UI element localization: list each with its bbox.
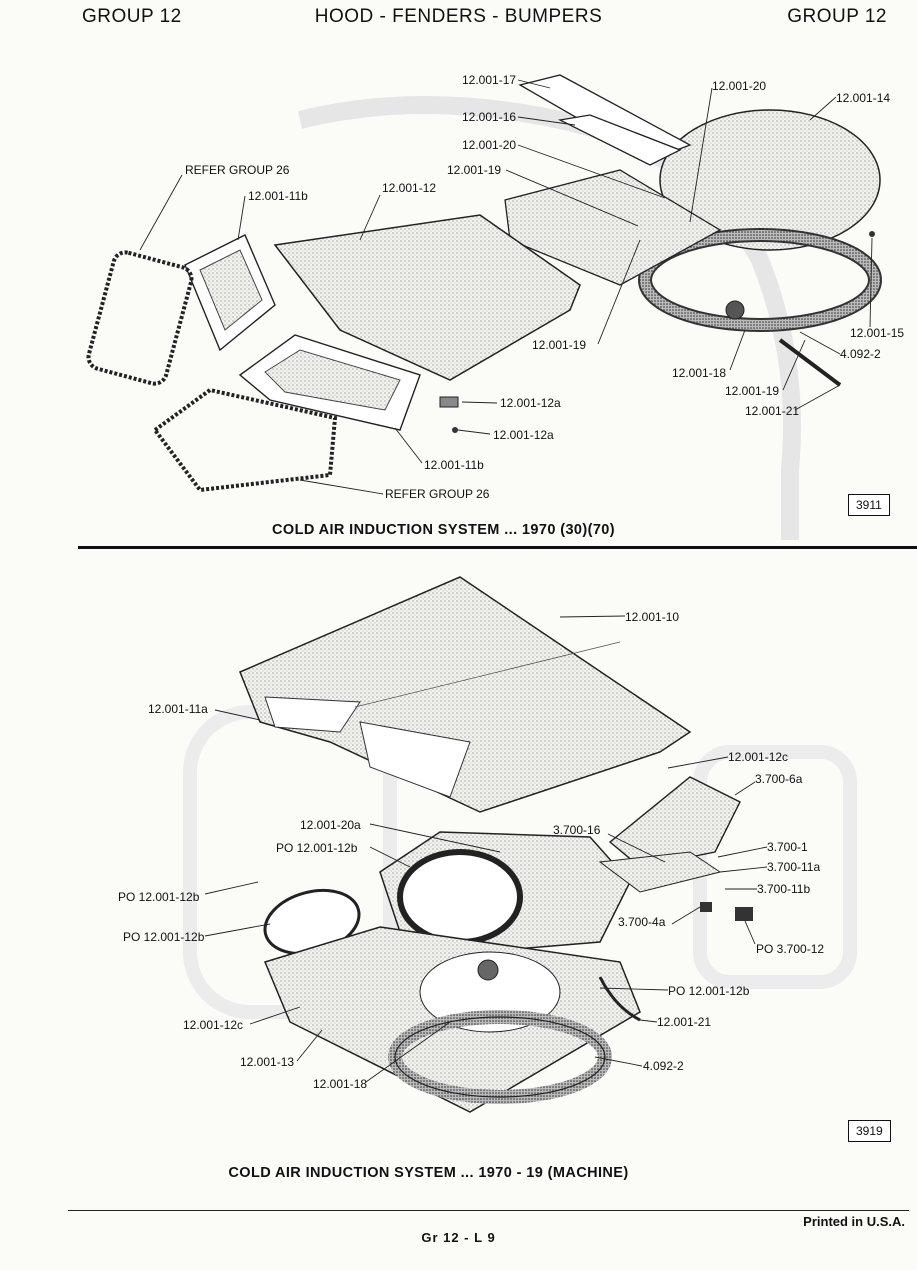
callout-12-001-12a-lower: 12.001-12a — [493, 428, 554, 442]
callout-12-001-12c-low: 12.001-12c — [183, 1018, 244, 1032]
callout-12-001-11b-low: 12.001-11b — [424, 458, 484, 472]
callout-refer-group-26-low: REFER GROUP 26 — [385, 487, 490, 501]
callout-3-700-1: 3.700-1 — [767, 840, 808, 854]
figure-1: 12.001-17 12.001-20 12.001-14 12.001-16 … — [0, 0, 917, 545]
callout-4-092-2: 4.092-2 — [643, 1059, 684, 1073]
figure-divider — [78, 546, 917, 549]
callout-po-12-001-12b-left: PO 12.001-12b — [118, 890, 200, 904]
callout-12-001-12c-top: 12.001-12c — [728, 750, 789, 764]
callout-3-700-4a: 3.700-4a — [618, 915, 666, 929]
callout-12-001-18-top: 12.001-18 — [672, 366, 727, 380]
callout-12-001-19-top: 12.001-19 — [447, 163, 502, 177]
figure-1-caption: COLD AIR INDUCTION SYSTEM ... 1970 (30)(… — [272, 522, 615, 538]
figure-number-3911: 3911 — [848, 494, 890, 516]
callout-po-12-001-12b-element: PO 12.001-12b — [123, 930, 205, 944]
callout-3-700-11b: 3.700-11b — [757, 882, 811, 896]
callout-12-001-16: 12.001-16 — [462, 110, 517, 124]
group-heading-right: GROUP 12 — [787, 6, 887, 27]
callout-12-001-14: 12.001-14 — [836, 91, 891, 105]
callout-refer-group-26-top: REFER GROUP 26 — [185, 163, 290, 177]
callout-12-001-10: 12.001-10 — [625, 610, 680, 624]
callout-12-001-11b-top: 12.001-11b — [248, 189, 308, 203]
callout-3-700-11a: 3.700-11a — [767, 860, 821, 874]
callout-po-12-001-12b-deck: PO 12.001-12b — [276, 841, 358, 855]
callout-12-001-13: 12.001-13 — [240, 1055, 295, 1069]
cold-air-induction-1970-30-70-illustration — [86, 74, 882, 540]
callout-3-700-6a: 3.700-6a — [755, 772, 803, 786]
figure-number-3919: 3919 — [848, 1120, 891, 1142]
callout-12-001-12: 12.001-12 — [382, 181, 437, 195]
callout-po-12-001-12b-plate: PO 12.001-12b — [668, 984, 750, 998]
callout-12-001-21: 12.001-21 — [657, 1015, 712, 1029]
callout-12-001-12a-upper: 12.001-12a — [500, 396, 561, 410]
callout-12-001-17: 12.001-17 — [462, 73, 517, 87]
callout-4-092-2-top: 4.092-2 — [840, 347, 881, 361]
callout-3-700-16: 3.700-16 — [553, 823, 601, 837]
callout-12-001-21-top: 12.001-21 — [745, 404, 800, 418]
footer-rule — [68, 1210, 909, 1211]
section-title: HOOD - FENDERS - BUMPERS — [314, 6, 603, 27]
callout-12-001-19-low: 12.001-19 — [725, 384, 780, 398]
cold-air-induction-1970-19-machine-illustration — [183, 576, 857, 1113]
callout-12-001-20a: 12.001-20a — [300, 818, 361, 832]
printed-in-usa: Printed in U.S.A. — [803, 1214, 905, 1229]
callout-12-001-15: 12.001-15 — [850, 326, 905, 340]
callout-po-3-700-12: PO 3.700-12 — [756, 942, 825, 956]
group-heading-left: GROUP 12 — [82, 6, 182, 27]
page-number: Gr 12 - L 9 — [421, 1230, 496, 1245]
callout-12-001-18: 12.001-18 — [313, 1077, 368, 1091]
callout-12-001-11a: 12.001-11a — [148, 702, 208, 716]
callout-12-001-20-top: 12.001-20 — [712, 79, 767, 93]
figure-2-caption: COLD AIR INDUCTION SYSTEM ... 1970 - 19 … — [228, 1165, 629, 1181]
callout-12-001-20: 12.001-20 — [462, 138, 517, 152]
callout-12-001-19-mid: 12.001-19 — [532, 338, 587, 352]
figure-2: 12.001-10 12.001-11a 12.001-12c 3.700-6a… — [0, 552, 917, 1192]
